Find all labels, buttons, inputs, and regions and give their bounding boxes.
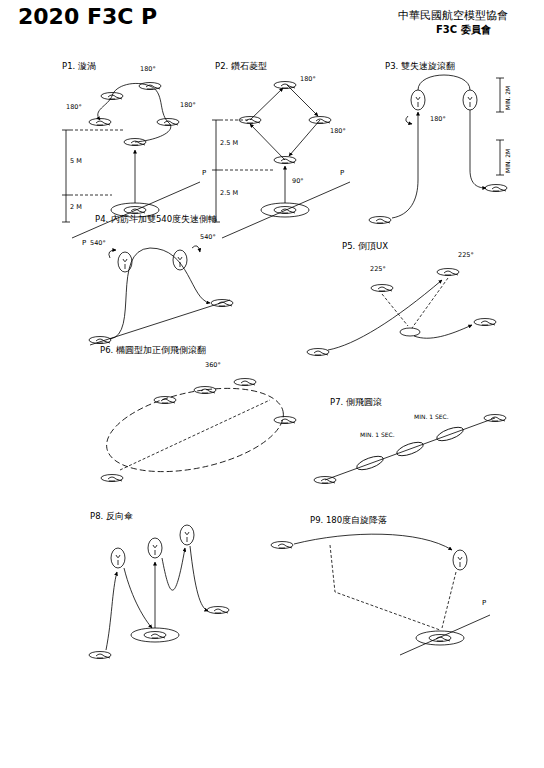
axis-label: P xyxy=(482,600,486,607)
maneuver-title: P9. 180度自旋降落 xyxy=(310,516,387,525)
time-label: MIN. 1 SEC. xyxy=(414,414,449,420)
dimension-label: 5 M xyxy=(70,158,82,165)
time-label: MIN. 1 SEC. xyxy=(360,432,395,438)
angle-label: 180° xyxy=(140,66,156,73)
maneuver-title: P1. 漩渦 xyxy=(62,62,96,71)
header-text: F3C 委員會 xyxy=(436,25,491,35)
angle-label: 180° xyxy=(66,104,82,111)
dimension-label: MIN. 2M xyxy=(505,86,511,110)
angle-label: 180° xyxy=(330,128,346,135)
axis-label: P xyxy=(82,240,86,247)
angle-label: 360° xyxy=(205,362,221,369)
angle-label: 90° xyxy=(292,178,304,185)
dimension-label: 2 M xyxy=(70,204,82,211)
maneuver-title: P7. 側飛圓滾 xyxy=(330,398,382,407)
maneuver-title: P4. 內筋斗加雙540度失速側轉 xyxy=(95,215,217,224)
dimension-label: 2.5 M xyxy=(220,140,238,147)
page-title: 2020 F3C P xyxy=(18,6,157,28)
angle-label: 225° xyxy=(458,252,474,259)
maneuver-title: P2. 鑽石菱型 xyxy=(215,62,267,71)
maneuver-title: P3. 雙失速旋滾翻 xyxy=(385,62,455,71)
dimension-label: MIN. 2M xyxy=(505,149,511,173)
angle-label: 180° xyxy=(430,116,446,123)
axis-label: P xyxy=(202,170,206,177)
angle-label: 180° xyxy=(180,102,196,109)
dimension-label: 2.5 M xyxy=(220,190,238,197)
angle-label: 225° xyxy=(370,266,386,273)
angle-label: 540° xyxy=(200,234,216,241)
angle-label: 180° xyxy=(300,76,316,83)
header-text: 中華民國航空模型協會 xyxy=(398,10,508,21)
angle-label: 540° xyxy=(90,240,106,247)
maneuver-title: P6. 橢圓型加正倒飛側滾翻 xyxy=(100,346,206,355)
maneuver-title: P5. 倒頂UX xyxy=(342,242,388,251)
maneuver-title: P8. 反向傘 xyxy=(90,512,133,521)
axis-label: P xyxy=(340,170,344,177)
